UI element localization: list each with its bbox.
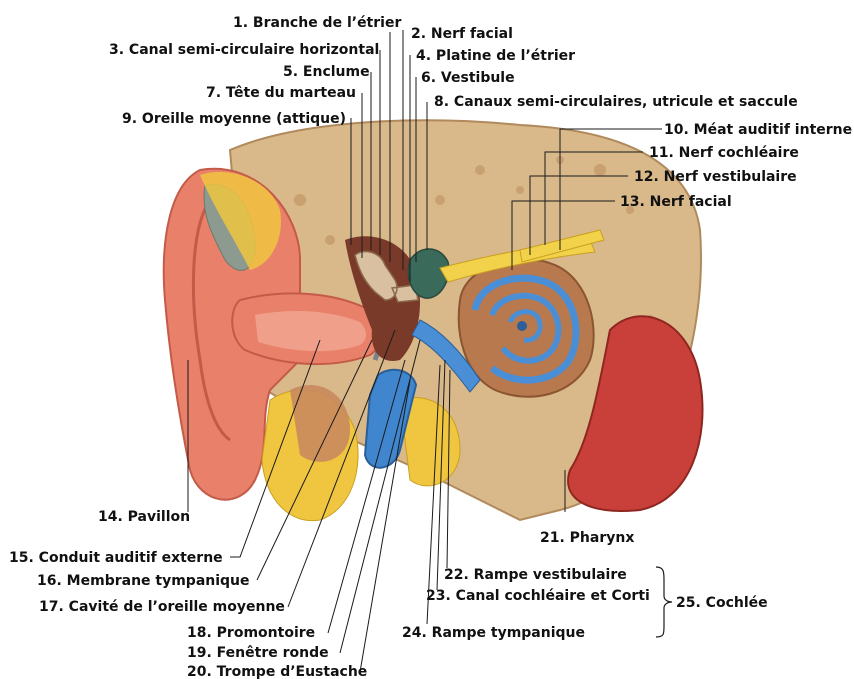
label-15: 15. Conduit auditif externe: [9, 550, 223, 566]
label-7: 7. Tête du marteau: [206, 85, 356, 101]
label-3: 3. Canal semi-circulaire horizontal: [109, 42, 379, 58]
cochlea-shape: [459, 259, 594, 397]
label-12: 12. Nerf vestibulaire: [634, 169, 797, 185]
label-14: 14. Pavillon: [98, 509, 190, 525]
label-10: 10. Méat auditif interne: [664, 122, 852, 138]
cochlea-brace: [656, 567, 672, 637]
label-11: 11. Nerf cochléaire: [649, 145, 799, 161]
label-24: 24. Rampe tympanique: [402, 625, 585, 641]
label-20: 20. Trompe d’Eustache: [187, 664, 367, 679]
label-22: 22. Rampe vestibulaire: [444, 567, 627, 583]
label-25: 25. Cochlée: [676, 595, 768, 611]
label-4: 4. Platine de l’étrier: [416, 48, 575, 64]
anatomy-illustration: [164, 120, 703, 520]
label-6: 6. Vestibule: [421, 70, 515, 86]
label-17: 17. Cavité de l’oreille moyenne: [39, 599, 285, 615]
label-19: 19. Fenêtre ronde: [187, 645, 329, 661]
label-21: 21. Pharynx: [540, 530, 634, 546]
label-13: 13. Nerf facial: [620, 194, 732, 210]
label-9: 9. Oreille moyenne (attique): [122, 111, 346, 127]
label-5: 5. Enclume: [283, 64, 370, 80]
label-2: 2. Nerf facial: [411, 26, 513, 42]
label-23: 23. Canal cochléaire et Corti: [426, 588, 650, 604]
label-1: 1. Branche de l’étrier: [233, 15, 401, 31]
label-16: 16. Membrane tympanique: [37, 573, 250, 589]
label-18: 18. Promontoire: [187, 625, 315, 641]
label-8: 8. Canaux semi-circulaires, utricule et …: [434, 94, 798, 110]
